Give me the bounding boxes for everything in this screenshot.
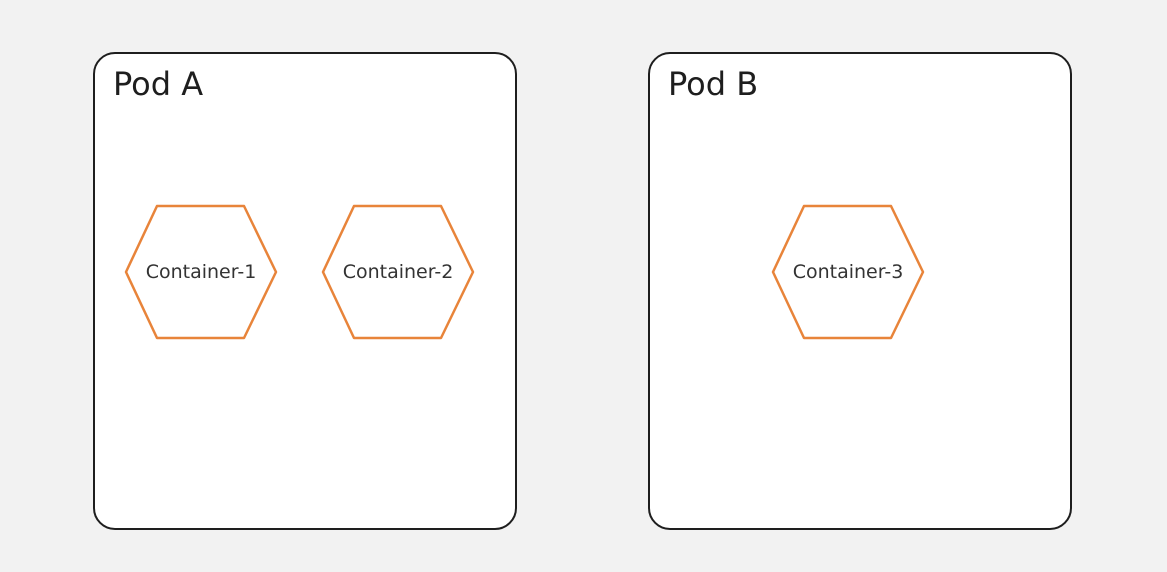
hexagon-shape xyxy=(321,204,475,340)
container-2-label: Container-2 xyxy=(342,261,454,283)
pod-b-title: Pod B xyxy=(668,65,759,103)
pod-a: Pod A Container-1 Container-2 xyxy=(93,52,517,530)
container-3-hexagon: Container-3 xyxy=(771,204,925,340)
hexagon-shape xyxy=(124,204,278,340)
container-1-hexagon: Container-1 xyxy=(124,204,278,340)
container-2-hexagon: Container-2 xyxy=(321,204,475,340)
pod-b: Pod B Container-3 xyxy=(648,52,1072,530)
container-1-label: Container-1 xyxy=(145,261,257,283)
hexagon-shape xyxy=(771,204,925,340)
container-3-label: Container-3 xyxy=(792,261,904,283)
pod-a-title: Pod A xyxy=(113,65,204,103)
